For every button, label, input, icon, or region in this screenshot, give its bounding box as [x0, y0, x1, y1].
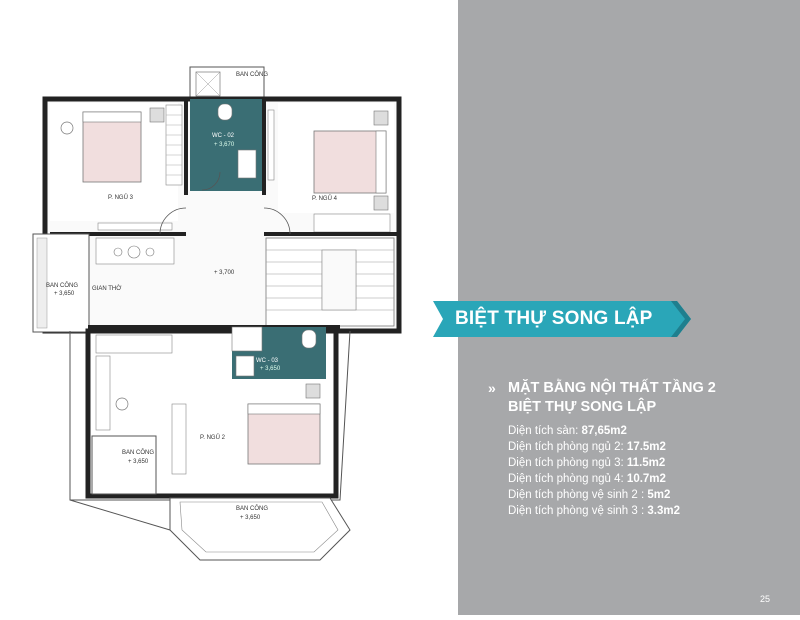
spec-row: Diện tích phòng vệ sinh 3 : 3.3m2 — [508, 505, 680, 517]
page-number: 25 — [760, 594, 771, 604]
skylight-box — [195, 71, 221, 97]
floor-plan-area: BAN CÔNG P. NGỦ 3 WC - 02 + 3,670 P. NGỦ… — [32, 66, 402, 561]
spec-row: Diện tích sàn: 87,65m2 — [508, 425, 627, 437]
spec-row: Diện tích phòng ngủ 3: 11.5m2 — [508, 457, 666, 469]
toilet-icon-2 — [301, 329, 317, 349]
balcony-left-label: BAN CÔNG — [46, 282, 78, 289]
nightstand-4 — [373, 110, 389, 126]
heading-line-2: BIỆT THỰ SONG LẬP — [508, 399, 657, 415]
wc-03-level: + 3,650 — [260, 366, 281, 372]
shelf — [97, 222, 173, 231]
balcony-bottom-label: BAN CÔNG — [236, 505, 268, 512]
balcony-bottom-level: + 3,650 — [240, 515, 261, 521]
bedroom-2-label: P. NGỦ 2 — [200, 434, 226, 441]
balcony-top-label: BAN CÔNG — [236, 71, 268, 78]
chevron-right-icon: » — [488, 380, 496, 396]
altar-label: GIAN THỜ — [92, 285, 121, 292]
chair-icon — [60, 121, 74, 135]
spec-row: Diện tích phòng ngủ 4: 10.7m2 — [508, 473, 666, 485]
heading-line-1: MẶT BẰNG NỘI THẤT TẦNG 2 — [508, 380, 716, 396]
balcony-mid-label: BAN CÔNG — [122, 449, 154, 456]
area-spec-list: Diện tích sàn: 87,65m2 Diện tích phòng n… — [508, 423, 788, 519]
banner-title: BIỆT THỰ SONG LẬP — [455, 308, 653, 329]
wc-02-label: WC - 02 — [212, 133, 235, 139]
spec-row: Diện tích phòng vệ sinh 2 : 5m2 — [508, 489, 671, 501]
bedroom-4-label: P. NGỦ 4 — [312, 195, 338, 202]
toilet-icon — [217, 103, 233, 121]
nightstand — [149, 107, 165, 123]
title-banner: BIỆT THỰ SONG LẬP — [433, 301, 691, 337]
floor-plan-drawing: BAN CÔNG P. NGỦ 3 WC - 02 + 3,670 P. NGỦ… — [32, 66, 402, 561]
hall-level: + 3,700 — [214, 270, 235, 276]
wardrobe-4 — [313, 213, 391, 233]
banner-shape — [433, 301, 691, 337]
wc-03-label: WC - 03 — [256, 358, 279, 364]
bedroom-3-label: P. NGỦ 3 — [108, 194, 134, 201]
balcony-mid-level: + 3,650 — [128, 459, 149, 465]
balcony-mid — [91, 435, 157, 495]
wc-02-level: + 3,670 — [214, 142, 235, 148]
bed-3 — [82, 111, 142, 183]
spec-row: Diện tích phòng ngủ 2: 17.5m2 — [508, 441, 666, 453]
sink-icon — [237, 149, 257, 179]
wardrobe-2 — [95, 334, 173, 354]
altar-table — [95, 237, 175, 265]
balcony-left-level: + 3,650 — [54, 291, 75, 297]
bed-4 — [313, 130, 387, 194]
door-bedroom-3 — [159, 207, 187, 235]
door-bedroom-4 — [263, 207, 291, 235]
